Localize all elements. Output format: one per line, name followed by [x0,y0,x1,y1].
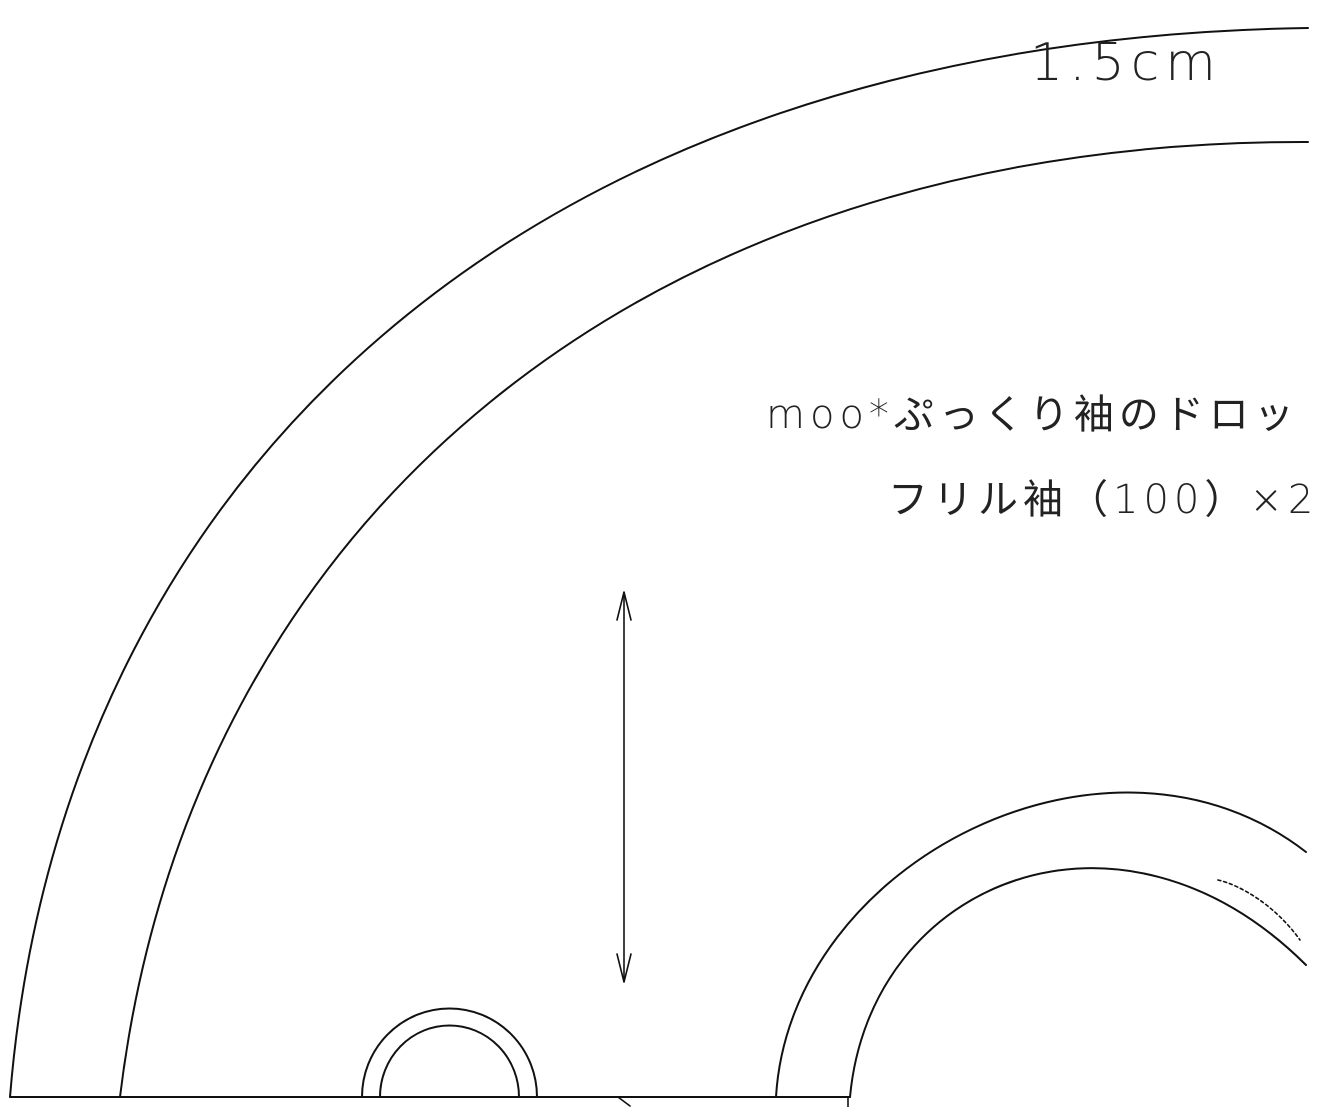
piece-name-label: フリル袖（100）×2 [888,477,1318,523]
pattern-title-label: moo*ぷっくり袖のドロッ [766,392,1299,438]
notch-outer [361,1007,538,1098]
inner-seam-arc [849,867,1307,1098]
notch-inner [379,1024,520,1098]
corner-tick [617,1096,631,1107]
outer-seam-line [119,140,1309,1098]
inner-cut-arc [775,791,1307,1098]
seam-allowance-label: 1.5cm [1030,33,1222,93]
outer-cut-line [9,27,1309,1098]
arc-shading-mark [1217,879,1301,941]
grainline-arrow-icon [616,591,632,983]
